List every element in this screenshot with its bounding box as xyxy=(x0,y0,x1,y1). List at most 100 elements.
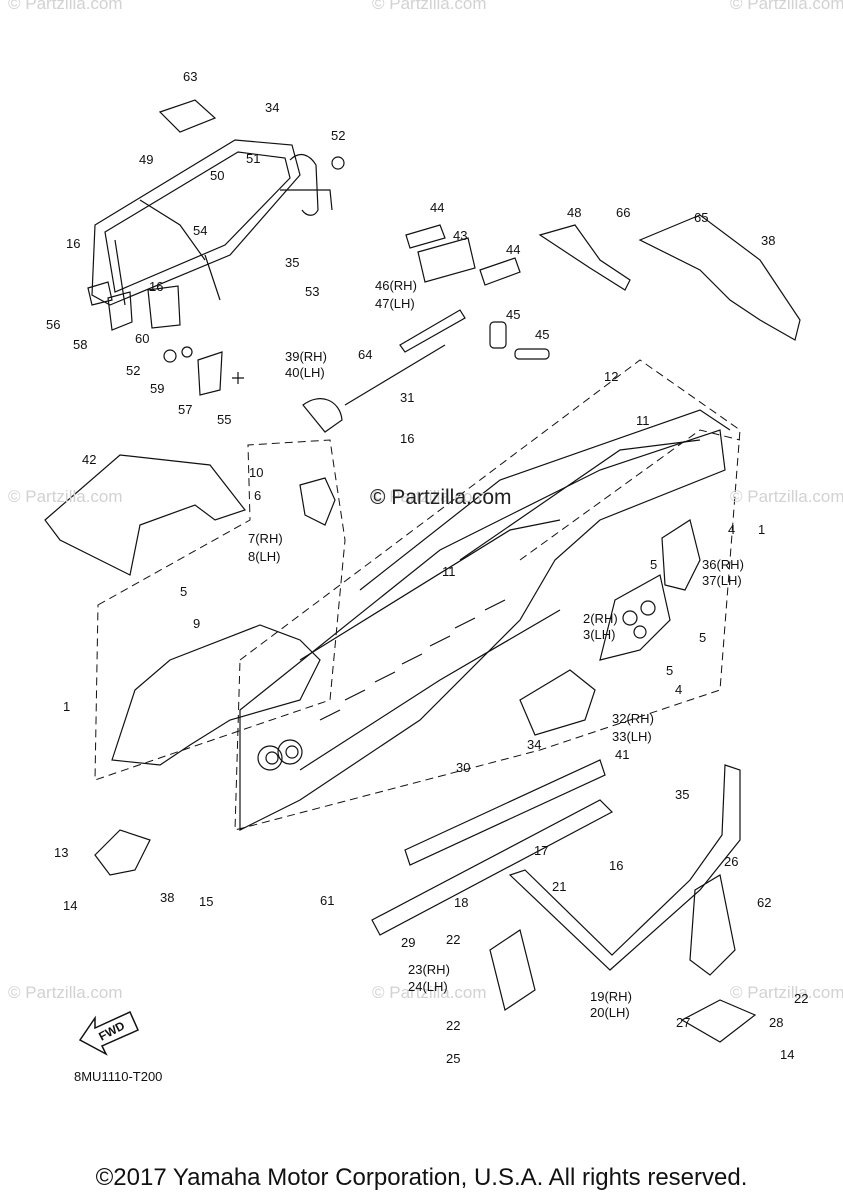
callout: 64 xyxy=(358,347,373,362)
rail-46-47 xyxy=(399,309,466,353)
guard-36-37 xyxy=(661,519,701,591)
flap-39-40 xyxy=(302,398,343,433)
callout: 14 xyxy=(63,898,78,913)
bracket-7-8 xyxy=(299,477,336,526)
callout: 28 xyxy=(769,1015,784,1030)
callout: 41 xyxy=(615,747,630,762)
callout: 38 xyxy=(761,233,776,248)
side-plate-right xyxy=(599,574,671,661)
bolt xyxy=(232,372,244,384)
callout: 50 xyxy=(210,168,225,183)
callout: 38 xyxy=(160,890,175,905)
callout: 18 xyxy=(454,895,469,910)
callout: 27 xyxy=(676,1015,691,1030)
rack-spacer xyxy=(147,285,181,329)
callout: 62 xyxy=(757,895,772,910)
rail-41 xyxy=(404,759,606,866)
dashed-outline-main xyxy=(234,359,741,831)
callout: 1 xyxy=(63,699,71,714)
callout: 22 xyxy=(446,1018,461,1033)
watermark: © Partzilla.com xyxy=(372,0,487,13)
center-watermark: © Partzilla.com xyxy=(370,486,512,509)
callout: 7(RH) xyxy=(248,531,283,546)
callout: 12 xyxy=(604,369,619,384)
callout: 45 xyxy=(535,327,550,342)
callout: 49 xyxy=(139,152,154,167)
watermark: © Partzilla.com xyxy=(730,983,843,1002)
callout: 9 xyxy=(193,616,201,631)
callout: 25 xyxy=(446,1051,461,1066)
pad-44-b xyxy=(479,257,521,286)
rear-rack xyxy=(91,139,333,306)
callout: 22 xyxy=(794,991,809,1006)
callout: 23(RH) xyxy=(408,962,450,977)
bumper-19-20 xyxy=(508,764,741,971)
pad-44-a xyxy=(405,224,446,249)
rail-64 xyxy=(344,344,446,406)
callout: 42 xyxy=(82,452,97,467)
callout: 59 xyxy=(150,381,165,396)
watermark: © Partzilla.com xyxy=(372,983,487,1002)
callout: 44 xyxy=(430,200,445,215)
callout: 48 xyxy=(567,205,582,220)
callout: 30 xyxy=(456,760,471,775)
callout: 4 xyxy=(675,682,683,697)
callout: 36(RH) xyxy=(702,557,744,572)
watermark: © Partzilla.com xyxy=(730,0,843,13)
bracket-26 xyxy=(689,874,736,976)
callout: 16 xyxy=(609,858,624,873)
callout: 63 xyxy=(183,69,198,84)
callout: 6 xyxy=(254,488,262,503)
callout: 5 xyxy=(699,630,707,645)
footrest-13 xyxy=(94,829,151,876)
callout: 31 xyxy=(400,390,415,405)
nut xyxy=(331,156,345,170)
callout: 61 xyxy=(320,893,335,908)
callout: 32(RH) xyxy=(612,711,654,726)
nut xyxy=(163,349,177,363)
dashed-outline-right xyxy=(519,429,741,561)
callout: 52 xyxy=(126,363,141,378)
fwd-arrow xyxy=(78,1011,139,1056)
watermark: © Partzilla.com xyxy=(730,487,843,506)
callout: 5 xyxy=(180,584,188,599)
callout: 15 xyxy=(199,894,214,909)
watermark: © Partzilla.com xyxy=(8,487,123,506)
callout: 3(LH) xyxy=(583,627,616,642)
callout: 47(LH) xyxy=(375,296,415,311)
watermark: © Partzilla.com xyxy=(8,0,123,13)
callout: 10 xyxy=(249,465,264,480)
plate-hole xyxy=(633,625,647,639)
callout: 54 xyxy=(193,223,208,238)
callout: 24(LH) xyxy=(408,979,448,994)
callout: 57 xyxy=(178,402,193,417)
callout: 53 xyxy=(305,284,320,299)
watermark: © Partzilla.com xyxy=(372,487,487,506)
callout: 22 xyxy=(446,932,461,947)
callout: 52 xyxy=(331,128,346,143)
callout: 20(LH) xyxy=(590,1005,630,1020)
bracket-23-24 xyxy=(489,929,536,1011)
callout: 34 xyxy=(527,737,542,752)
callout: 14 xyxy=(780,1047,795,1062)
callout: 2(RH) xyxy=(583,611,618,626)
pad-42 xyxy=(44,454,246,576)
rack-bracket-left xyxy=(87,281,113,306)
tunnel-chassis xyxy=(239,409,731,831)
callout: 56 xyxy=(46,317,61,332)
callout: 33(LH) xyxy=(612,729,652,744)
callout: 51 xyxy=(246,151,261,166)
plate-hole xyxy=(622,610,638,626)
callout: 13 xyxy=(54,845,69,860)
callout: 66 xyxy=(616,205,631,220)
callout: 17 xyxy=(534,843,549,858)
callout: 45 xyxy=(506,307,521,322)
rack-cover xyxy=(158,99,217,133)
rack-bracket-right xyxy=(197,351,223,396)
rear-flap-65 xyxy=(638,214,801,341)
callout: 39(RH) xyxy=(285,349,327,364)
callout: 55 xyxy=(217,412,232,427)
pad-43 xyxy=(417,237,476,283)
callout: 60 xyxy=(135,331,150,346)
callout: 34 xyxy=(265,100,280,115)
